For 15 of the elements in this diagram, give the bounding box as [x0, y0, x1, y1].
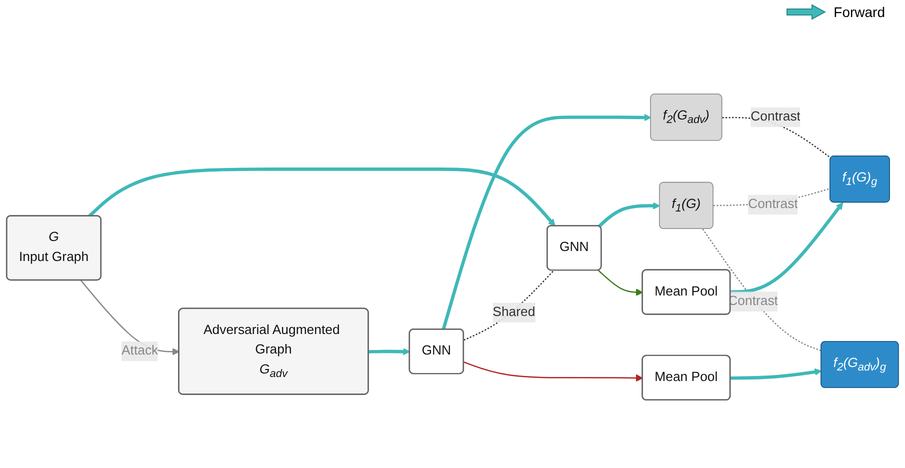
connector	[702, 228, 822, 352]
arrow	[730, 368, 822, 380]
legend-label: Forward	[834, 4, 885, 20]
arrow	[730, 202, 844, 294]
arrow	[88, 168, 556, 226]
arrow	[598, 270, 644, 296]
connector	[464, 270, 554, 341]
edge-label: Attack	[122, 344, 158, 358]
edge-label: Shared	[492, 305, 536, 320]
edge-label: Contrast	[750, 110, 800, 124]
arrow	[442, 114, 652, 330]
arrow	[598, 202, 660, 228]
arrow	[464, 362, 644, 382]
arrow	[368, 348, 410, 356]
edge-label: Contrast	[748, 197, 798, 212]
